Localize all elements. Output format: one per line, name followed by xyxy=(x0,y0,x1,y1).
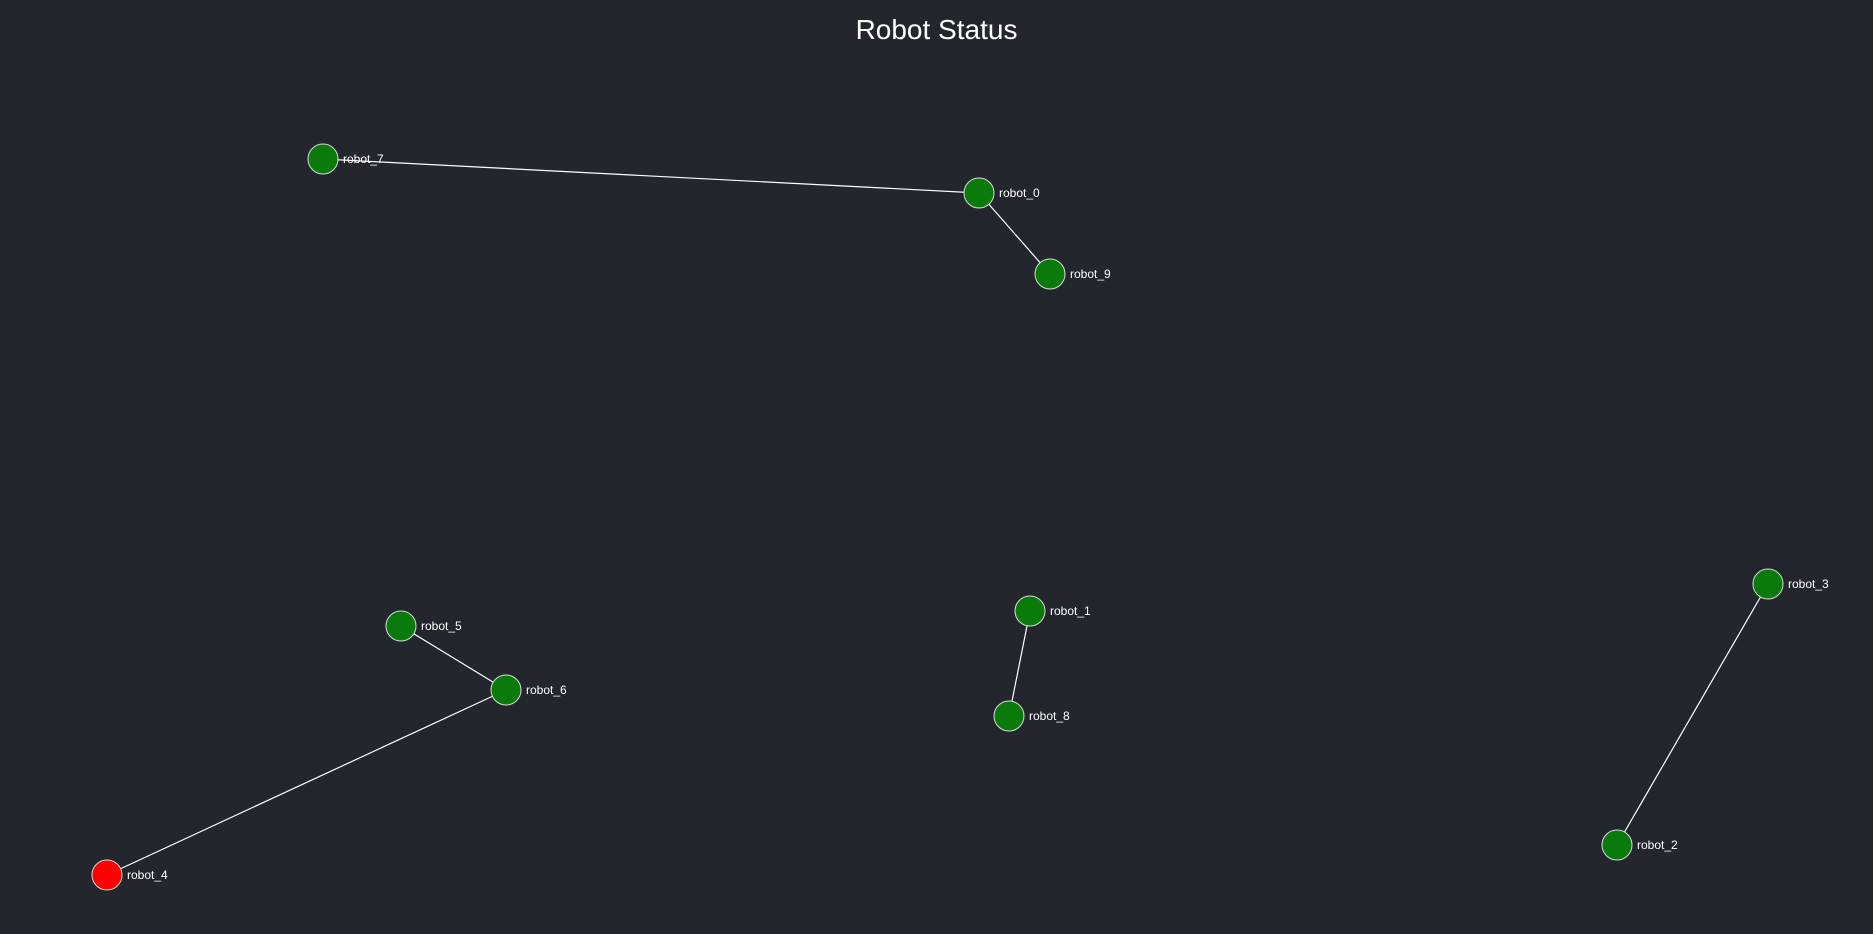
node-robot_2[interactable]: robot_2 xyxy=(1601,829,1678,861)
node-circle-robot_9[interactable] xyxy=(1034,258,1066,290)
node-circle-robot_7[interactable] xyxy=(307,143,339,175)
edge-robot_5-robot_6 xyxy=(400,625,507,691)
edges-layer xyxy=(106,158,1769,876)
edge-robot_6-robot_4 xyxy=(106,689,507,876)
node-circle-robot_3[interactable] xyxy=(1752,568,1784,600)
node-circle-robot_0[interactable] xyxy=(963,177,995,209)
edge-robot_3-robot_2 xyxy=(1616,583,1769,846)
nodes-layer: robot_0 robot_1 robot_2 robot_3 robot_4 robot… xyxy=(91,143,1829,891)
node-robot_5[interactable]: robot_5 xyxy=(385,610,462,642)
node-label-robot_5: robot_5 xyxy=(421,619,462,633)
node-robot_9[interactable]: robot_9 xyxy=(1034,258,1111,290)
node-label-robot_8: robot_8 xyxy=(1029,709,1070,723)
node-label-robot_7: robot_7 xyxy=(343,152,384,166)
node-circle-robot_1[interactable] xyxy=(1014,595,1046,627)
node-circle-robot_8[interactable] xyxy=(993,700,1025,732)
node-label-robot_3: robot_3 xyxy=(1788,577,1829,591)
page-title: Robot Status xyxy=(855,14,1018,45)
node-label-robot_0: robot_0 xyxy=(999,186,1040,200)
node-circle-robot_2[interactable] xyxy=(1601,829,1633,861)
node-robot_3[interactable]: robot_3 xyxy=(1752,568,1829,600)
node-robot_7[interactable]: robot_7 xyxy=(307,143,384,175)
node-robot_4[interactable]: robot_4 xyxy=(91,859,168,891)
node-label-robot_1: robot_1 xyxy=(1050,604,1091,618)
node-robot_0[interactable]: robot_0 xyxy=(963,177,1040,209)
edge-robot_0-robot_9 xyxy=(978,192,1051,275)
node-robot_1[interactable]: robot_1 xyxy=(1014,595,1091,627)
edge-robot_7-robot_0 xyxy=(322,158,980,194)
node-robot_6[interactable]: robot_6 xyxy=(490,674,567,706)
node-circle-robot_4[interactable] xyxy=(91,859,123,891)
node-circle-robot_6[interactable] xyxy=(490,674,522,706)
node-label-robot_6: robot_6 xyxy=(526,683,567,697)
node-circle-robot_5[interactable] xyxy=(385,610,417,642)
edge-robot_1-robot_8 xyxy=(1008,610,1031,717)
node-label-robot_9: robot_9 xyxy=(1070,267,1111,281)
node-label-robot_2: robot_2 xyxy=(1637,838,1678,852)
node-robot_8[interactable]: robot_8 xyxy=(993,700,1070,732)
node-label-robot_4: robot_4 xyxy=(127,868,168,882)
